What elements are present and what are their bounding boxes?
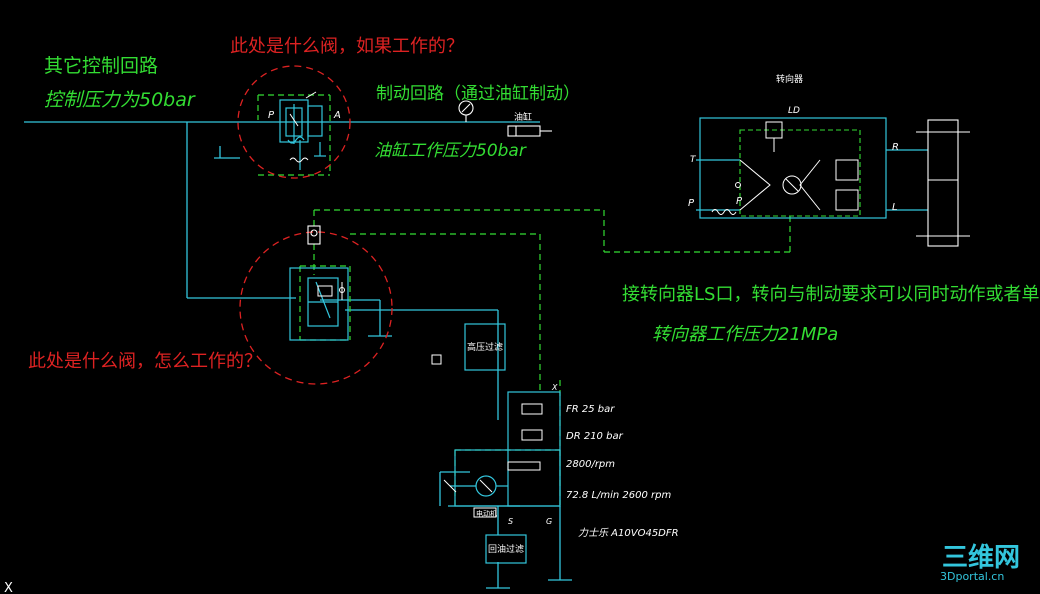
question-top-label: 此处是什么阀，如果工作的？ [230,36,464,57]
return-filter [485,534,527,564]
brake-valve-symbol [279,99,326,170]
fr-label: FR 25 bar [566,404,615,415]
corner-mark: X [4,581,13,594]
annotation-circles [237,65,393,385]
high-pressure-filter-label: 高压过滤 [467,341,503,353]
rpm-label: 2800/rpm [566,459,615,470]
cylinder-pressure-label: 油缸工作压力50bar [374,141,527,161]
pressure-gauge [458,100,474,122]
motor-tag: 电动机 [476,509,497,518]
dr-label: DR 210 bar [566,431,624,442]
brake-valve-detail [289,91,317,163]
shuttle-check [307,225,321,245]
valve-port-a: A [333,110,341,121]
question-circle-bottom [239,231,393,385]
return-filter-label: 回油过滤 [488,543,524,555]
port-p-inner: P [736,196,743,207]
port-p-left: P [688,198,695,209]
pump-model-label: 力士乐 A10VO45DFR [578,527,679,539]
port-r: R [892,142,899,153]
pump-detail [443,403,543,518]
port-s: S [508,517,513,526]
lower-valve-detail [317,282,345,300]
brake-circuit-label: 制动回路（通过油缸制动） [376,83,580,104]
watermark-logo: 三维网 [942,542,1020,573]
port-ld: LD [788,106,800,116]
question-bottom-label: 此处是什么阀，怎么工作的？ [28,351,262,372]
marker-square [431,354,442,365]
other-circuit-label: 其它控制回路 [44,55,158,77]
ls-note-label: 接转向器LS口，转向与制动要求可以同时动作或者单独 [622,284,1040,305]
steering-cylinder [916,119,970,247]
watermark-url: 3Dportal.cn [940,570,1004,583]
port-x: X [551,383,558,392]
port-l: L [892,202,898,213]
port-t: T [690,155,697,165]
steering-unit-title: 转向器 [776,73,803,85]
valve-port-p: P [268,110,275,121]
cylinder-tag: 油缸 [514,111,532,123]
brake-cylinder [507,125,552,137]
flow-label: 72.8 L/min 2600 rpm [566,490,672,501]
control-pressure-label: 控制压力为50bar [44,89,196,111]
question-circle-top [237,65,351,179]
steering-pressure-label: 转向器工作压力21MPa [652,324,838,345]
port-g: G [546,517,552,526]
lower-valve-symbol [289,267,349,341]
steering-unit [699,117,887,219]
pump-assembly [450,391,561,507]
high-pressure-filter [464,323,506,371]
